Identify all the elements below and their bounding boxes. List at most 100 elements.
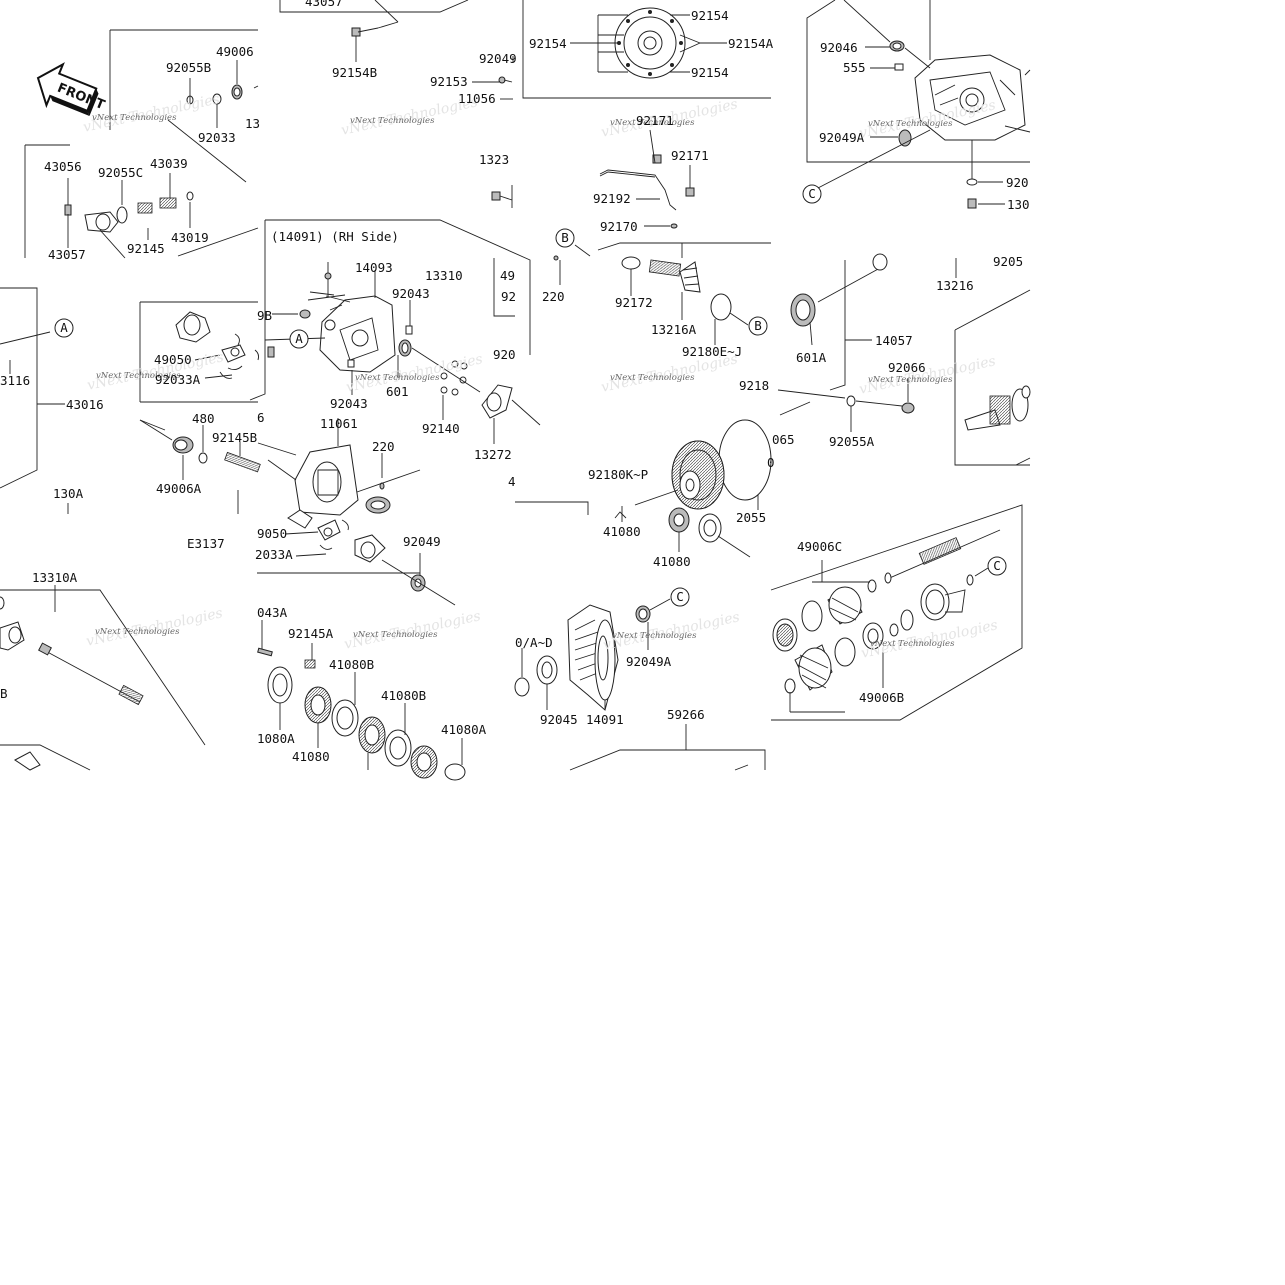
watermark-text: vNext Technologies — [610, 118, 695, 128]
part-number-label: 220 — [542, 289, 565, 304]
oil-seal-part — [365, 496, 391, 514]
part-number-label: 92049A — [626, 654, 672, 669]
part-number-label: 92170 — [600, 219, 638, 234]
ring-plate-part — [614, 7, 686, 79]
callout-marker: C — [670, 587, 690, 607]
part-number-label: 92045 — [540, 712, 578, 727]
part-number-label: 9050 — [257, 526, 287, 541]
universal-joint-part — [175, 311, 275, 379]
ring-gear-part — [671, 440, 725, 510]
part-number-label: 920 — [1006, 175, 1029, 190]
watermark-text: vNext Technologies — [96, 371, 181, 381]
part-number-label: 9B — [257, 308, 272, 323]
callout-letter: B — [754, 318, 762, 333]
part-number-label: E3137 — [187, 536, 225, 551]
part-number-label: 92145B — [212, 430, 257, 445]
part-number-label: 11056 — [458, 91, 496, 106]
callouts: A A B B C C C — [54, 184, 1007, 607]
part-number-label: 0 — [767, 455, 775, 470]
part-number-label: 4 — [508, 474, 516, 489]
part-number-label: 130A — [53, 486, 84, 501]
watermark-text: vNext Technologies — [355, 373, 440, 383]
watermark-text: vNext Technologies — [95, 627, 180, 637]
part-number-label: 480 — [192, 411, 215, 426]
part-number-label: 92066 — [888, 360, 926, 375]
callout-letter: B — [561, 230, 569, 245]
part-number-label: 13216 — [936, 278, 974, 293]
part-number-label: 49006B — [859, 690, 904, 705]
part-number-label: 2033A — [255, 547, 293, 562]
callout-marker: A — [289, 329, 309, 349]
part-number-label: 92180K~P — [588, 467, 648, 482]
callout-letter: C — [808, 186, 816, 201]
part-number-label: 49006C — [797, 539, 842, 554]
watermark-text: vNext Technologies — [353, 630, 438, 640]
universal-joint-lower-part — [287, 509, 386, 563]
part-number-label: 14057 — [875, 333, 913, 348]
callout-marker: B — [748, 316, 768, 336]
part-number-label: 92033 — [198, 130, 236, 145]
part-number-label: 2055 — [736, 510, 766, 525]
part-number-label: 92154 — [691, 65, 729, 80]
callout-marker: B — [555, 228, 575, 248]
part-number-label: 9205 — [993, 254, 1023, 269]
part-number-label: B — [0, 686, 8, 701]
part-number-label: 0/A~D — [515, 635, 553, 650]
part-number-label: 601A — [796, 350, 827, 365]
part-number-label: 043A — [257, 605, 288, 620]
callout-marker: A — [54, 318, 74, 338]
part-number-label: 92043 — [330, 396, 368, 411]
part-number-label: 41080 — [603, 524, 641, 539]
part-number-label: 92055B — [166, 60, 211, 75]
part-number-label: 92055A — [829, 434, 875, 449]
part-number-label: 92153 — [430, 74, 468, 89]
front-arrow-icon: FRONT — [36, 62, 107, 117]
part-number-label: 1080A — [257, 731, 295, 746]
bearing-part — [790, 293, 816, 327]
part-number-label: 3116 — [0, 373, 30, 388]
cv-axle-part — [772, 529, 1001, 694]
part-number-label: 92154A — [728, 36, 774, 51]
part-number-label: 92172 — [615, 295, 653, 310]
callout-marker: C — [987, 556, 1007, 576]
part-number-label: 13310 — [425, 268, 463, 283]
part-number-label: 41080A — [441, 722, 487, 737]
clutch-disc-stack-part — [267, 666, 466, 781]
callout-letter: A — [60, 320, 68, 335]
part-number-label: 220 — [372, 439, 395, 454]
part-number-label: 065 — [772, 432, 795, 447]
part-number-label: 92180E~J — [682, 344, 742, 359]
differential-gear-part — [668, 507, 690, 533]
part-number-label: 555 — [843, 60, 866, 75]
gear-housing-part — [319, 295, 396, 373]
part-number-label: 49050 — [154, 352, 192, 367]
seal-part — [481, 384, 513, 419]
group-frames — [0, 0, 1031, 771]
part-number-label: 92049 — [403, 534, 441, 549]
part-shapes: FRONT — [0, 0, 1031, 781]
part-number-label: 92171 — [636, 113, 674, 128]
part-number-label: 49006 — [216, 44, 254, 59]
bolt-part — [351, 0, 399, 62]
watermark-text: vNext Technologies — [610, 373, 695, 383]
part-number-label: 49 — [500, 268, 515, 283]
part-number-label: 49006A — [156, 481, 202, 496]
part-number-label: 13 — [245, 116, 260, 131]
pinion-gear-part — [648, 259, 701, 293]
part-number-label: 41080B — [381, 688, 426, 703]
part-number-label: 92145A — [288, 626, 334, 641]
boot-part — [172, 436, 194, 454]
part-number-label: 130 — [1007, 197, 1030, 212]
axle-joint-part — [64, 84, 259, 233]
part-number-label: 14093 — [355, 260, 393, 275]
callout-letter: C — [676, 589, 684, 604]
spline-disc-part — [698, 513, 722, 543]
watermark-text: vNext Technologies — [92, 113, 177, 123]
output-shaft-part — [964, 385, 1031, 431]
part-number-label: 92046 — [820, 40, 858, 55]
part-number-label: 92154 — [529, 36, 567, 51]
rear-housing-part — [914, 54, 1031, 141]
part-number-label: 11061 — [320, 416, 358, 431]
